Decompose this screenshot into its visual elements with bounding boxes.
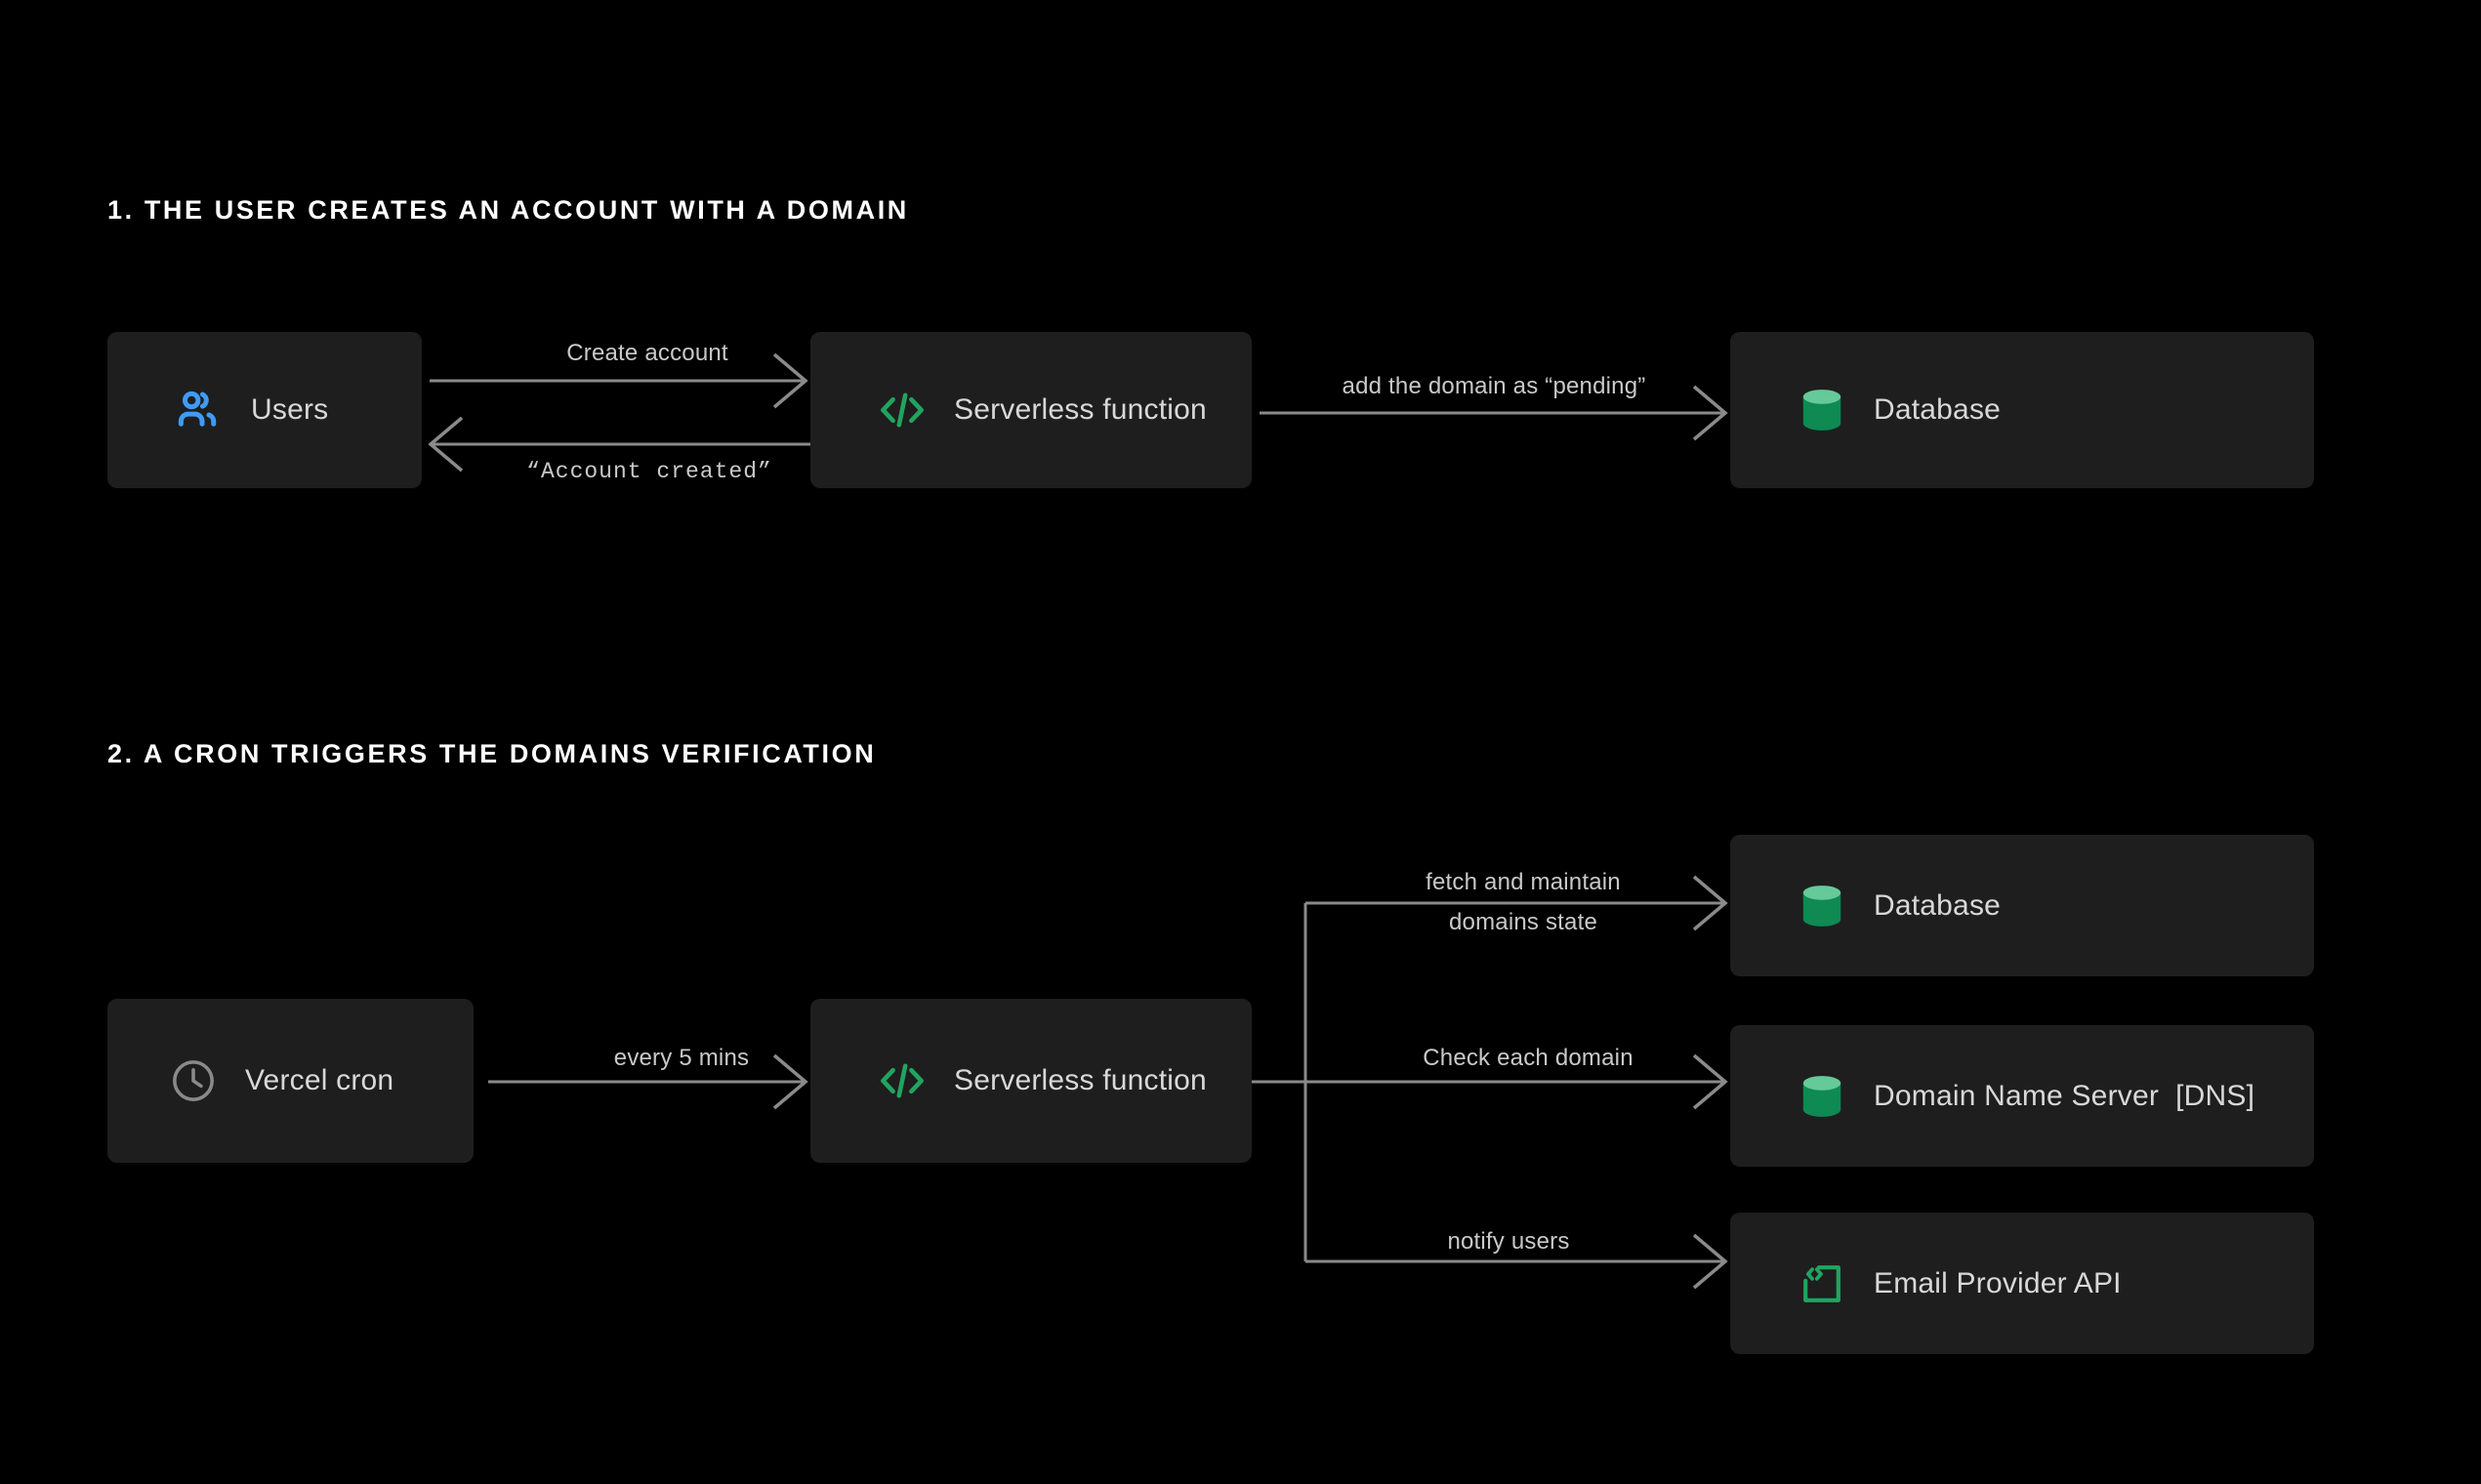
node-label-vercel-cron: Vercel cron (245, 1064, 394, 1096)
database-cylinder-icon (1797, 881, 1847, 931)
edge-label-check-each-domain: Check each domain (1423, 1045, 1633, 1071)
node-database-1[interactable]: Database (1730, 332, 2314, 488)
edge-label-every-5-mins: every 5 mins (613, 1045, 750, 1071)
node-domain-name-server[interactable]: Domain Name Server [DNS] (1730, 1025, 2314, 1167)
node-label-serverless-function-1: Serverless function (954, 393, 1207, 426)
node-label-email-provider-api: Email Provider API (1874, 1266, 2122, 1299)
api-code-square-icon (1797, 1258, 1847, 1309)
node-label-database-2: Database (1874, 888, 2002, 922)
node-label-database-1: Database (1874, 393, 2002, 426)
database-cylinder-icon (1797, 385, 1847, 435)
edge-label-account-created: “Account created” (526, 459, 772, 484)
node-serverless-function-2[interactable]: Serverless function (810, 999, 1252, 1163)
edge-label-notify-users: notify users (1447, 1228, 1570, 1255)
edge-label-add-domain-pending: add the domain as “pending” (1342, 373, 1646, 399)
database-cylinder-icon (1797, 1071, 1847, 1122)
node-label-users: Users (251, 393, 329, 426)
code-brackets-icon (877, 1055, 928, 1106)
section-title-2: 2. A CRON TRIGGERS THE DOMAINS VERIFICAT… (107, 739, 877, 768)
node-serverless-function-1[interactable]: Serverless function (810, 332, 1252, 488)
node-database-2[interactable]: Database (1730, 835, 2314, 976)
node-label-serverless-function-2: Serverless function (954, 1064, 1207, 1096)
section-title-1: 1. THE USER CREATES AN ACCOUNT WITH A DO… (107, 195, 909, 225)
node-vercel-cron[interactable]: Vercel cron (107, 999, 474, 1163)
users-icon (174, 385, 225, 435)
code-brackets-icon (877, 385, 928, 435)
edge-label-fetch-and-maintain: fetch and maintain (1426, 869, 1621, 895)
node-label-domain-name-server: Domain Name Server [DNS] (1874, 1079, 2255, 1112)
edge-label-create-account: Create account (566, 340, 728, 366)
clock-icon (168, 1055, 219, 1106)
node-email-provider-api[interactable]: Email Provider API (1730, 1213, 2314, 1354)
edge-label-domains-state: domains state (1448, 909, 1597, 935)
node-users[interactable]: Users (107, 332, 422, 488)
